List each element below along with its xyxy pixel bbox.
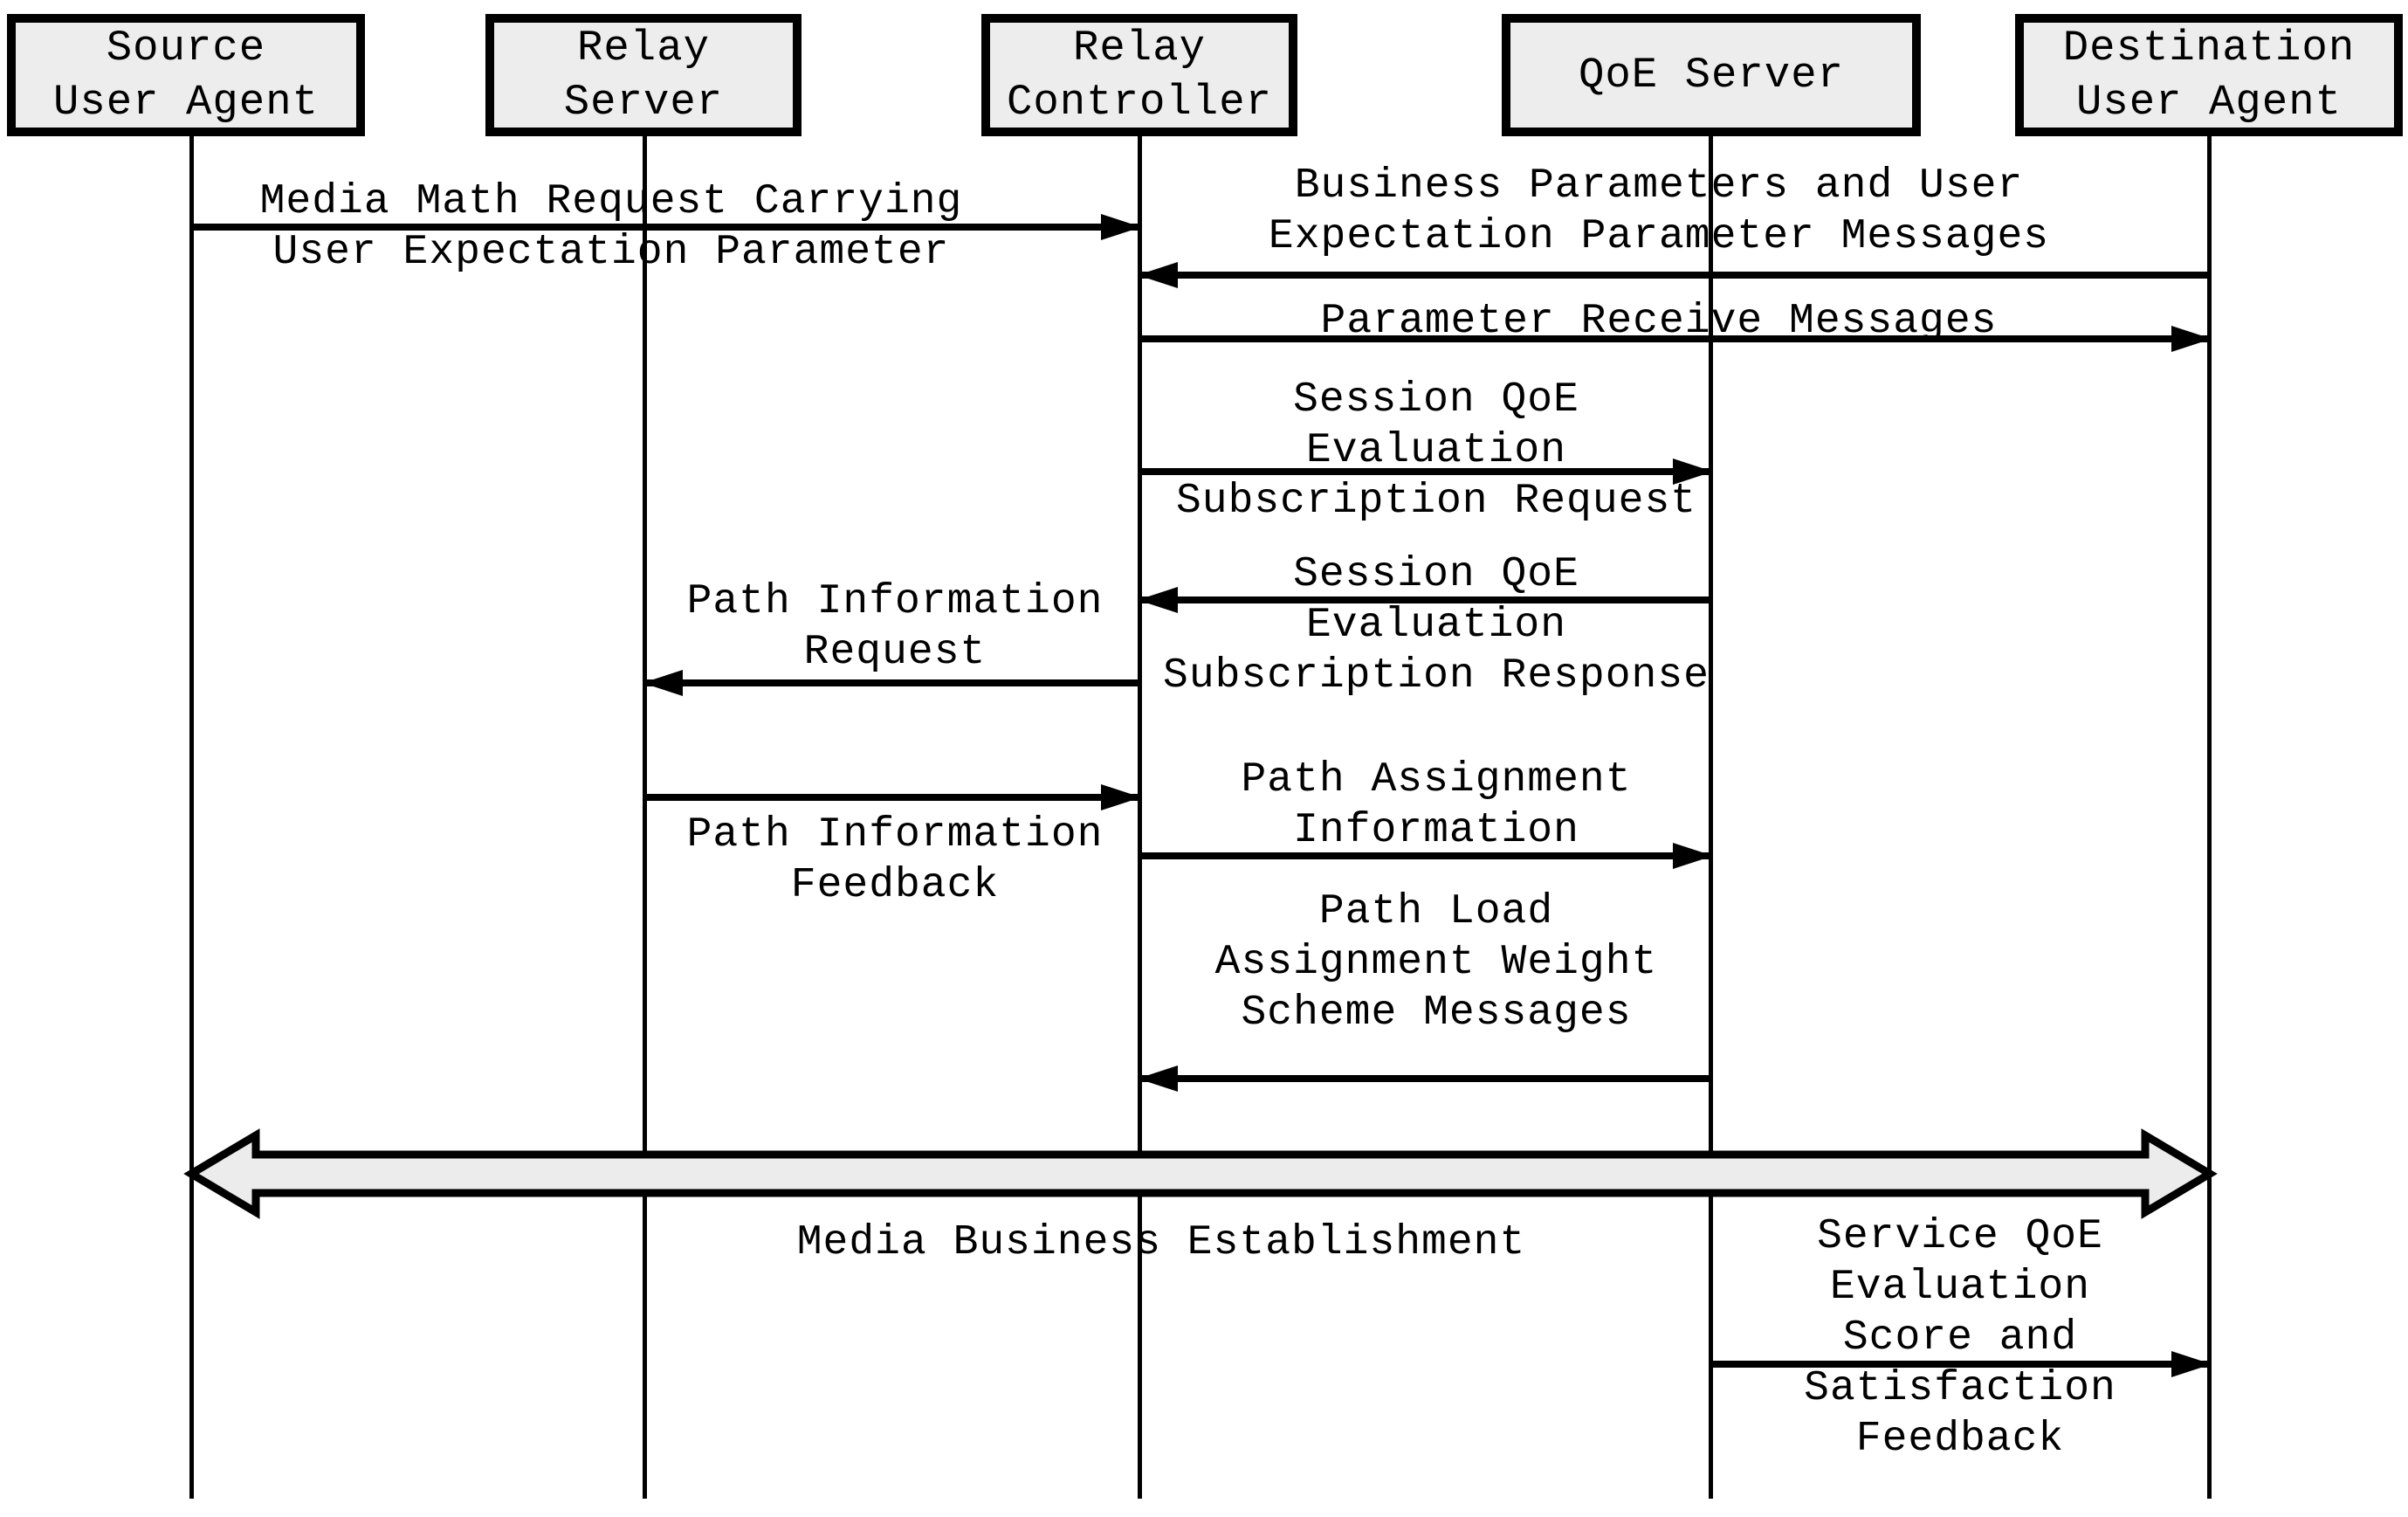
label-service-qoe-feedback: Service QoE Evaluation Score and Satisfa… <box>1804 1213 2116 1463</box>
lifeline-relay-server <box>643 136 647 1499</box>
double-arrow-shape <box>183 1128 2218 1219</box>
media-business-establishment-band <box>183 1128 2218 1219</box>
label-path-load-assignment: Path Load Assignment Weight Scheme Messa… <box>1214 888 1658 1037</box>
actor-label-relay-controller: Relay Controller <box>1006 24 1273 127</box>
label-path-information-request: Path Information Request <box>686 578 1104 676</box>
arrow-right-icon <box>2171 326 2212 352</box>
arrow-right-icon <box>1101 214 1141 240</box>
actor-box-qoe-server: QoE Server <box>1502 14 1921 136</box>
actor-label-relay-server: Relay Server <box>563 24 724 127</box>
arrow-path-assignment-information <box>1139 843 1713 869</box>
arrow-right-icon <box>1101 784 1141 810</box>
actor-label-destination-user-agent: Destination User Agent <box>2062 24 2356 127</box>
arrow-path-information-request <box>643 670 1139 696</box>
lifeline-qoe-server <box>1709 136 1713 1499</box>
arrow-business-parameters <box>1138 262 2210 288</box>
actor-box-source-user-agent: Source User Agent <box>7 14 365 136</box>
label-path-information-feedback: Path Information Feedback <box>686 811 1104 909</box>
band-label-media-business-establishment: Media Business Establishment <box>796 1219 1526 1266</box>
actor-box-relay-controller: Relay Controller <box>981 14 1297 136</box>
arrow-right-icon <box>1673 459 1713 485</box>
arrow-session-qoe-subscription-response <box>1138 587 1711 613</box>
arrow-media-math-request <box>191 214 1141 240</box>
arrow-parameter-receive <box>1139 326 2212 352</box>
arrow-session-qoe-subscription-request <box>1139 459 1713 485</box>
label-path-assignment-information: Path Assignment Information <box>1241 756 1632 854</box>
label-parameter-receive: Parameter Receive Messages <box>1320 298 1998 345</box>
arrow-left-icon <box>643 670 683 696</box>
arrow-right-icon <box>1673 843 1713 869</box>
lifeline-source-user-agent <box>189 136 194 1499</box>
arrow-right-icon <box>2171 1351 2212 1377</box>
actor-box-destination-user-agent: Destination User Agent <box>2015 14 2403 136</box>
arrow-service-qoe-feedback <box>1711 1351 2212 1377</box>
lifeline-destination-user-agent <box>2207 136 2212 1499</box>
actor-box-relay-server: Relay Server <box>485 14 802 136</box>
arrow-left-icon <box>1138 1065 1178 1092</box>
actor-label-qoe-server: QoE Server <box>1578 51 1845 100</box>
label-session-qoe-subscription-request: Session QoE Evaluation Subscription Requ… <box>1175 376 1697 525</box>
label-business-parameters: Business Parameters and User Expectation… <box>1268 162 2050 260</box>
label-session-qoe-subscription-response: Session QoE Evaluation Subscription Resp… <box>1163 551 1710 700</box>
actor-label-source-user-agent: Source User Agent <box>52 24 320 127</box>
arrow-path-information-feedback <box>644 784 1141 810</box>
arrow-path-load-assignment <box>1138 1065 1711 1092</box>
lifeline-relay-controller <box>1138 136 1142 1499</box>
label-media-math-request: Media Math Request Carrying User Expecta… <box>259 178 963 276</box>
arrow-left-icon <box>1138 262 1178 288</box>
arrow-left-icon <box>1138 587 1178 613</box>
